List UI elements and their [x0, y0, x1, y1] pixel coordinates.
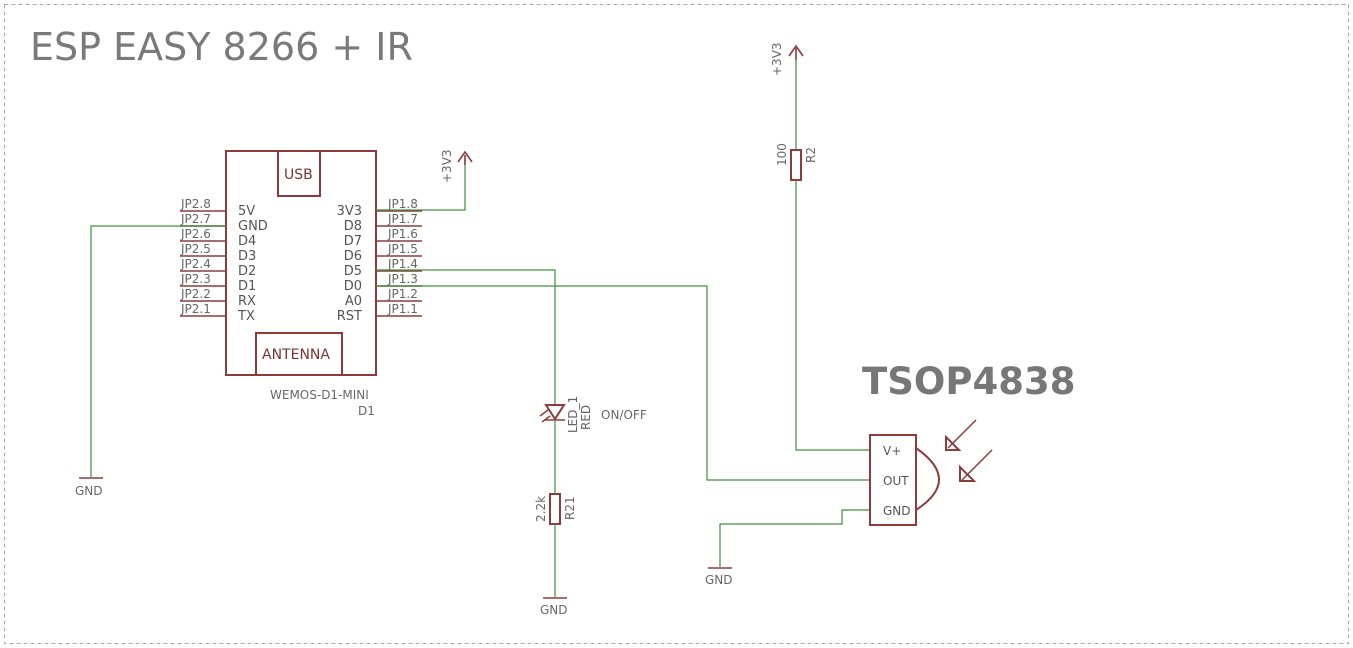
- module-left-pin-pad: JP2.4: [180, 257, 211, 271]
- module-left-pin-name: RX: [238, 294, 256, 309]
- module-name: WEMOS-D1-MINI: [270, 388, 369, 402]
- module-left-pin-name: TX: [237, 309, 255, 324]
- module-left-pin-pad: JP2.6: [180, 227, 211, 241]
- supply-3v3-module-label: +3V3: [440, 149, 454, 183]
- antenna-box: [255, 332, 343, 376]
- r21-ref: R21: [563, 496, 577, 520]
- r2-ref: R2: [804, 147, 818, 163]
- schematic-title: ESP EASY 8266 + IR: [30, 25, 413, 69]
- tsop-title: TSOP4838: [862, 360, 1075, 403]
- module-left-pin-name: 5V: [238, 204, 255, 219]
- module-left-pin-pad: JP2.8: [180, 197, 211, 211]
- module-right-pin-pad: JP1.6: [387, 227, 418, 241]
- module-right-pin-pad: JP1.7: [387, 212, 418, 226]
- module-right-pin-pad: JP1.5: [387, 242, 418, 256]
- tsop-pin-gnd: GND: [883, 504, 911, 518]
- r21-body: [549, 493, 561, 525]
- ir-arrow-2-head: [959, 464, 977, 482]
- supply-arrow-head: [457, 150, 473, 163]
- module-right-pin-name: D0: [344, 279, 362, 294]
- module-left-pin-name: D2: [238, 264, 256, 279]
- led-branch: LED_1 RED ON/OFF 2.2k R21 GND: [376, 269, 647, 617]
- tsop-body: [869, 434, 917, 526]
- r21-value: 2.2k: [534, 496, 548, 522]
- led-triangle: [544, 404, 566, 421]
- module-right-pin-pad: JP1.3: [387, 272, 418, 286]
- led-ref: LED_1: [566, 396, 580, 433]
- tsop-pin-vplus: V+: [883, 444, 901, 458]
- r2-value: 100: [775, 143, 789, 166]
- sheet-border: [4, 4, 1349, 644]
- module-right-pin-pad: JP1.1: [387, 302, 418, 316]
- tsop-dome: [915, 447, 940, 511]
- module-left-pin-name: D3: [238, 249, 256, 264]
- module-left-pin-pad: JP2.2: [180, 287, 211, 301]
- module-right-pin-name: D5: [344, 264, 362, 279]
- wire-r2-tsop-vplus: [795, 180, 870, 451]
- module-left-pin-pad: JP2.1: [180, 302, 211, 316]
- r2-body: [790, 149, 802, 181]
- gnd-tsop: GND: [705, 509, 870, 587]
- wire-gnd-module: [90, 225, 226, 477]
- wire-3v3-module: [376, 155, 466, 211]
- led-arrow-2: [541, 415, 551, 423]
- tsop4838-receiver: TSOP4838 V+ OUT GND: [862, 360, 1075, 526]
- module-left-pin-name: D1: [238, 279, 256, 294]
- ir-arrow-1-head: [945, 434, 962, 451]
- gnd-led-label: GND: [540, 603, 568, 617]
- supply-r2-arrow-head: [788, 44, 804, 57]
- module-left-pin-name: GND: [238, 219, 268, 234]
- module-right-pin-pad: JP1.8: [387, 197, 418, 211]
- module-left-pin-name: D4: [238, 234, 256, 249]
- module-right-pin-pad: JP1.4: [387, 257, 418, 271]
- usb-label: USB: [284, 167, 313, 183]
- module-left-pin-pad: JP2.3: [180, 272, 211, 286]
- r2-branch: +3V3 100 R2: [770, 42, 870, 451]
- module-left-pin-pad: JP2.7: [180, 212, 211, 226]
- antenna-label: ANTENNA: [262, 347, 330, 363]
- gnd-tsop-label: GND: [705, 573, 733, 587]
- wire-d5-led: [376, 269, 556, 404]
- module-right-pin-name: 3V3: [337, 204, 362, 219]
- module-right-pin-name: D8: [344, 219, 362, 234]
- led-color: RED: [579, 405, 593, 430]
- gnd-module: GND: [75, 225, 226, 498]
- module-ref: D1: [358, 404, 375, 418]
- module-right-pin-name: RST: [337, 309, 362, 324]
- supply-r2-label: +3V3: [770, 42, 784, 76]
- module-right-pin-name: D6: [344, 249, 362, 264]
- module-right-pin-pad: JP1.2: [387, 287, 418, 301]
- ir-arrow-2-shaft: [961, 449, 993, 481]
- gnd-module-label: GND: [75, 484, 103, 498]
- wire-d0-tsop-out: [376, 285, 870, 481]
- wire-tsop-gnd: [719, 509, 870, 567]
- led-arrow-1: [539, 409, 549, 417]
- tsop-pin-out: OUT: [883, 474, 909, 488]
- led-function-label: ON/OFF: [601, 408, 647, 422]
- usb-box: [277, 150, 321, 197]
- supply-3v3-module: +3V3: [376, 149, 473, 211]
- module-right-pin-name: A0: [345, 294, 362, 309]
- module-left-pin-pad: JP2.5: [180, 242, 211, 256]
- module-right-pin-name: D7: [344, 234, 362, 249]
